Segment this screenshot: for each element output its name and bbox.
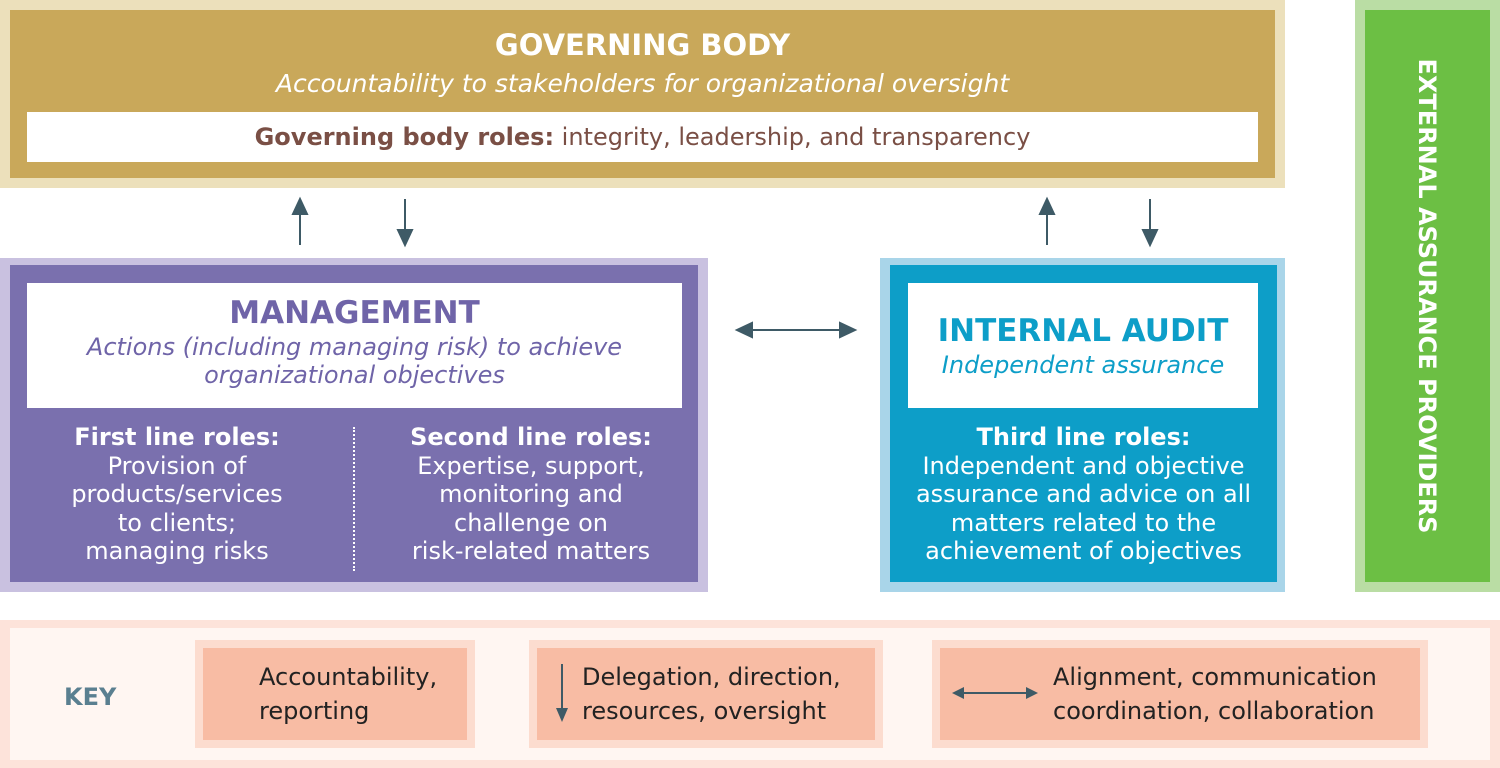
- governing-body-subtitle: Accountability to stakeholders for organ…: [275, 69, 1010, 98]
- arrow-down-icon: [556, 664, 568, 722]
- governing-body-roles: Governing body roles: integrity, leaders…: [27, 112, 1258, 162]
- first-line-text: managing risks: [85, 537, 269, 565]
- first-line-text: to clients;: [117, 508, 237, 537]
- arrow-down-icon: [1141, 199, 1159, 248]
- management-box: MANAGEMENT Actions (including managing r…: [10, 265, 698, 582]
- key-label: KEY: [64, 683, 117, 711]
- third-line-text: Independent and objective: [922, 451, 1245, 480]
- key-item-delegation: Delegation, direction, resources, oversi…: [537, 648, 875, 740]
- second-line-text: Expertise, support,: [417, 451, 645, 480]
- governing-body-roles-text: integrity, leadership, and transparency: [554, 123, 1031, 151]
- double-arrow-icon: [952, 687, 1038, 699]
- double-arrow-icon: [734, 321, 858, 339]
- key-item-text: Delegation, direction,: [582, 663, 841, 691]
- key-item-alignment: Alignment, communication coordination, c…: [940, 648, 1420, 740]
- second-line-label: Second line roles:: [410, 423, 652, 451]
- first-line-label: First line roles:: [74, 423, 280, 451]
- third-line-text: achievement of objectives: [925, 537, 1242, 565]
- arrow-down-icon: [396, 199, 414, 248]
- second-line-text: risk-related matters: [411, 537, 651, 565]
- management-subtitle-2: organizational objectives: [204, 361, 505, 389]
- second-line-text: challenge on: [454, 508, 608, 537]
- internal-audit-title: INTERNAL AUDIT: [937, 313, 1229, 349]
- management-header: MANAGEMENT Actions (including managing r…: [27, 283, 682, 408]
- first-line-text: products/services: [71, 480, 283, 508]
- key-item-accountability: Accountability, reporting: [203, 648, 467, 740]
- dotted-divider: [353, 427, 355, 571]
- key-item-text: Alignment, communication: [1053, 663, 1377, 691]
- third-line-label: Third line roles:: [976, 423, 1191, 451]
- first-line-roles: First line roles: Provision of products/…: [10, 423, 344, 566]
- third-line-roles: Third line roles: Independent and object…: [890, 423, 1277, 566]
- internal-audit-subtitle: Independent assurance: [941, 351, 1225, 379]
- third-line-text: matters related to the: [950, 508, 1217, 537]
- key-item-text: coordination, collaboration: [1053, 697, 1375, 725]
- arrows-svg: [291, 196, 1159, 339]
- management-title: MANAGEMENT: [229, 295, 480, 331]
- second-line-text: monitoring and: [439, 480, 623, 508]
- external-box: EXTERNAL ASSURANCE PROVIDERS: [1365, 10, 1490, 582]
- key-item-text: resources, oversight: [582, 697, 827, 725]
- third-line-text: assurance and advice on all: [915, 480, 1252, 508]
- governing-body-box: GOVERNING BODY Accountability to stakeho…: [10, 10, 1275, 178]
- management-subtitle-1: Actions (including managing risk) to ach…: [86, 333, 623, 361]
- internal-audit-header: INTERNAL AUDIT Independent assurance: [908, 283, 1258, 408]
- governing-body-title: GOVERNING BODY: [494, 28, 791, 62]
- second-line-roles: Second line roles: Expertise, support, m…: [364, 423, 698, 566]
- governing-body-roles-label: Governing body roles:: [254, 123, 555, 151]
- arrow-up-icon: [1038, 196, 1056, 245]
- arrow-up-icon: [291, 196, 309, 245]
- external-title: EXTERNAL ASSURANCE PROVIDERS: [1413, 58, 1441, 534]
- first-line-text: Provision of: [107, 451, 247, 480]
- key-item-text: reporting: [259, 697, 370, 725]
- key-item-text: Accountability,: [259, 663, 438, 691]
- internal-audit-box: INTERNAL AUDIT Independent assurance Thi…: [890, 265, 1277, 582]
